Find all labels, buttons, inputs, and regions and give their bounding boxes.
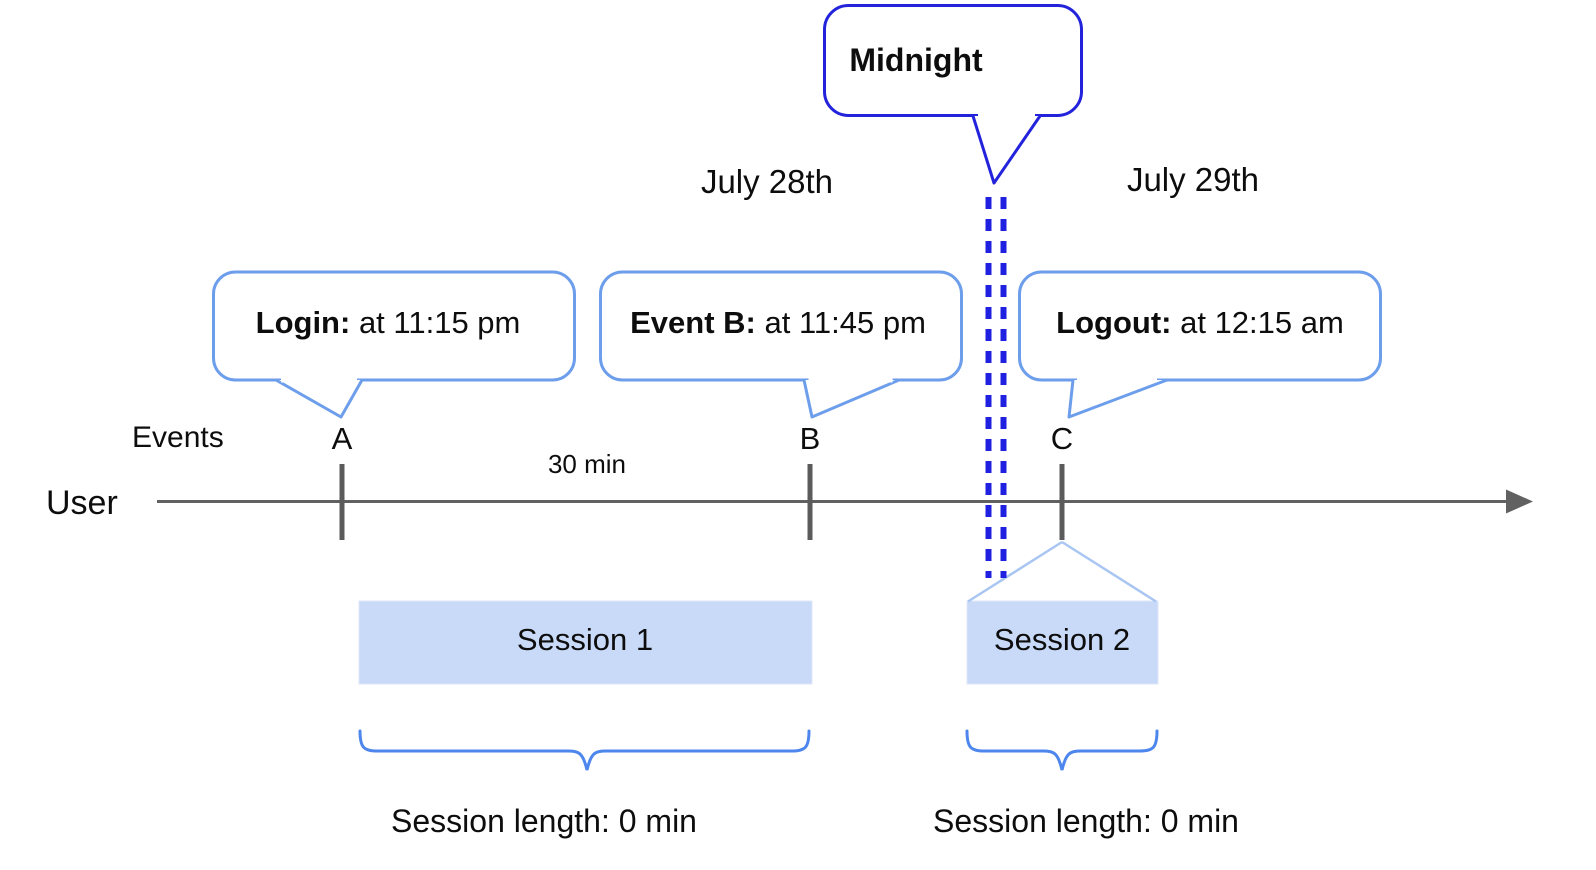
event-c-session-connector-left — [967, 540, 1063, 603]
login-callout-tail — [275, 378, 364, 419]
login-callout-time: at 11:15 pm — [350, 305, 521, 340]
event-b-callout-tail-patch — [808, 376, 893, 383]
login-callout-tail-patch — [281, 376, 357, 383]
date-july-28-label: July 28th — [700, 163, 834, 200]
midnight-label: Midnight — [849, 42, 983, 78]
logout-callout-time: at 12:15 am — [1171, 305, 1344, 340]
login-callout-text: Login: at 11:15 pm — [256, 305, 521, 341]
event-b-callout-bubble — [599, 270, 963, 382]
date-july-29-label: July 29th — [1126, 161, 1260, 198]
event-c-label: C — [1050, 421, 1074, 456]
logout-callout-tail-patch — [1077, 376, 1157, 383]
logout-callout-text: Logout: at 12:15 am — [1056, 305, 1344, 341]
event-b-callout-time: at 11:45 pm — [755, 305, 926, 340]
event-c-session-connector-right — [1061, 540, 1157, 603]
logout-callout-bubble — [1018, 270, 1382, 382]
midnight-callout-tail-patch — [978, 112, 1035, 118]
event-b-callout-label: Event B: — [630, 305, 756, 340]
midnight-callout-bubble — [823, 4, 1083, 117]
session-1-box — [358, 600, 813, 685]
session-1-brace — [358, 729, 811, 771]
event-b-label: B — [799, 421, 821, 456]
session-2-label: Session 2 — [993, 622, 1131, 657]
login-callout-bubble — [212, 270, 576, 382]
login-callout-label: Login: — [255, 305, 351, 340]
event-a-label: A — [331, 421, 353, 456]
event-b-callout-tail — [802, 378, 900, 419]
timeline-arrowhead-icon — [1506, 489, 1533, 514]
interval-30min-label: 30 min — [547, 449, 627, 479]
logout-callout-tail — [1067, 378, 1168, 419]
session-1-length-label: Session length: 0 min — [391, 803, 697, 839]
user-row-label: User — [46, 484, 118, 522]
session-2-box — [966, 600, 1159, 685]
events-row-label: Events — [132, 421, 224, 454]
event-b-callout-text: Event B: at 11:45 pm — [630, 305, 926, 341]
midnight-callout-tail — [971, 115, 1042, 185]
session-2-brace — [965, 729, 1159, 771]
logout-callout-label: Logout: — [1056, 305, 1172, 340]
session-2-length-label: Session length: 0 min — [933, 803, 1239, 839]
session-1-label: Session 1 — [516, 622, 654, 657]
